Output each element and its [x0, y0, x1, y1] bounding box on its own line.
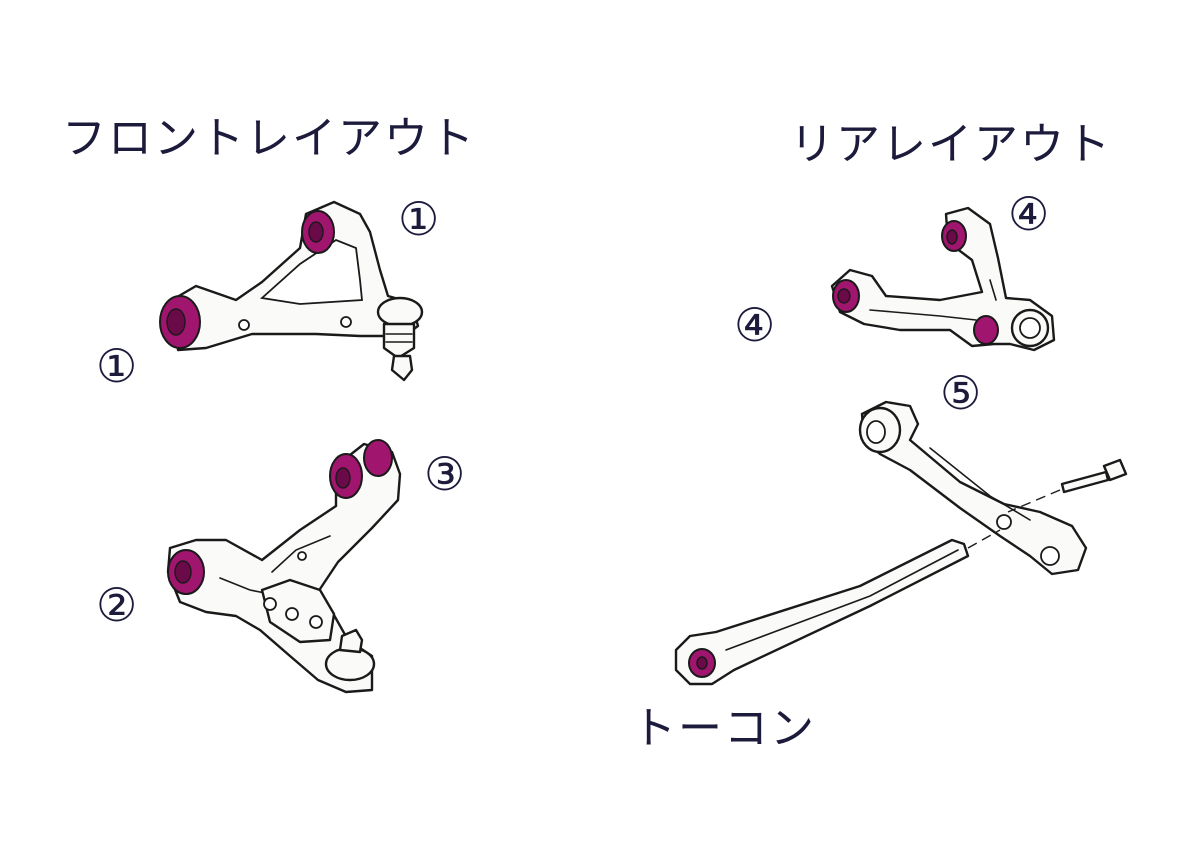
callout-3: ③ — [424, 447, 466, 501]
callout-2: ② — [96, 578, 138, 632]
rear-layout-title: リアレイアウト — [790, 119, 1112, 170]
bushing — [363, 439, 393, 477]
bushing — [973, 315, 999, 345]
front-lower-arm — [166, 439, 402, 694]
callout-1-upper: ① — [398, 192, 440, 246]
rear-lower-arm — [858, 400, 1128, 576]
callout-4-upper: ④ — [1008, 187, 1050, 241]
rear-upper-arm — [830, 206, 1056, 352]
callout-4-lower: ④ — [734, 298, 776, 352]
front-upper-arm — [159, 200, 424, 382]
front-layout-title: フロントレイアウト — [62, 113, 476, 164]
callout-1-lower: ① — [96, 339, 138, 393]
callout-5: ⑤ — [940, 366, 982, 420]
toe-control-label: トーコン — [632, 703, 816, 754]
toe-control-rod — [674, 529, 1001, 686]
